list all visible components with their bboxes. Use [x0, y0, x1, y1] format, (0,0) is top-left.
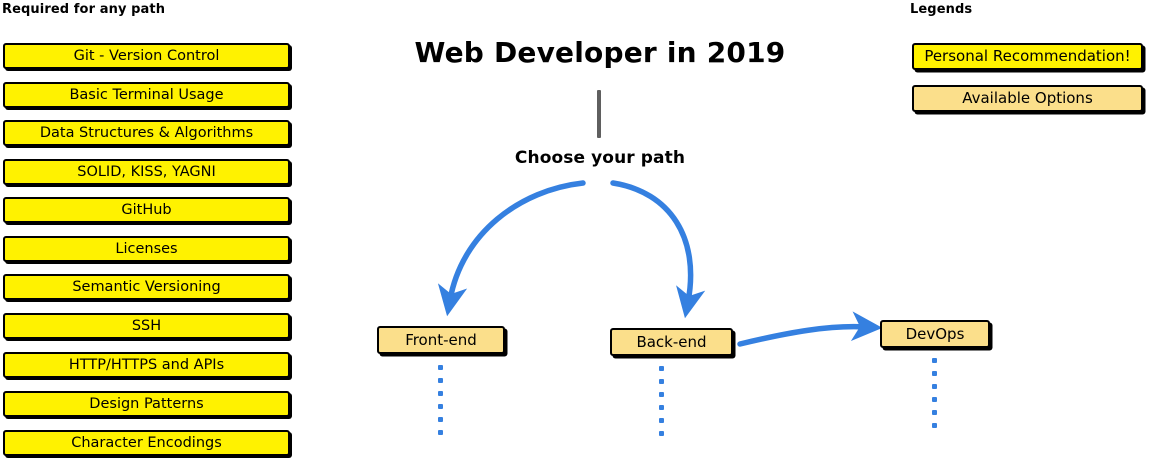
required-item-label: HTTP/HTTPS and APIs	[68, 356, 225, 373]
required-item-semantic-versioning[interactable]: Semantic Versioning	[3, 274, 290, 300]
choose-path-label: Choose your path	[514, 148, 686, 168]
legends-panel: Legends Personal Recommendation! Availab…	[900, 0, 1149, 130]
required-item-label: SOLID, KISS, YAGNI	[77, 163, 216, 180]
required-item-label: GitHub	[121, 201, 172, 218]
trail-dot	[932, 423, 937, 428]
trail-dot	[932, 384, 937, 389]
legend-label: Personal Recommendation!	[924, 47, 1131, 65]
required-item-data-structures-algorithms[interactable]: Data Structures & Algorithms	[3, 120, 290, 146]
trail-dot	[932, 358, 937, 363]
trail-dot	[438, 430, 443, 435]
path-node-label: DevOps	[905, 324, 965, 343]
trail-dot	[659, 392, 664, 397]
required-item-design-patterns[interactable]: Design Patterns	[3, 391, 290, 417]
legend-label: Available Options	[962, 89, 1093, 107]
required-item-label: Design Patterns	[89, 395, 204, 412]
path-node-label: Front-end	[405, 330, 477, 349]
trail-dot	[659, 405, 664, 410]
required-item-http-https-and-apis[interactable]: HTTP/HTTPS and APIs	[3, 352, 290, 378]
trail-dot	[438, 417, 443, 422]
trail-dot	[932, 410, 937, 415]
title-stem-line	[597, 90, 601, 138]
path-node-label: Back-end	[636, 332, 707, 351]
legend-available-options: Available Options	[912, 85, 1143, 112]
trail-dot	[438, 378, 443, 383]
required-item-solid-kiss-yagni[interactable]: SOLID, KISS, YAGNI	[3, 159, 290, 185]
legends-heading: Legends	[910, 2, 973, 17]
required-item-label: Basic Terminal Usage	[69, 86, 224, 103]
required-item-label: Data Structures & Algorithms	[39, 124, 254, 141]
arrow-backend-to-devops	[737, 311, 883, 347]
required-column-heading: Required for any path	[2, 2, 166, 17]
required-item-label: SSH	[131, 317, 162, 334]
required-item-basic-terminal-usage[interactable]: Basic Terminal Usage	[3, 82, 290, 108]
required-item-label: Character Encodings	[71, 434, 222, 451]
dotted-trail-frontend	[438, 365, 443, 443]
trail-dot	[932, 397, 937, 402]
path-node-back-end[interactable]: Back-end	[610, 328, 733, 356]
path-node-devops[interactable]: DevOps	[880, 320, 990, 348]
required-item-ssh[interactable]: SSH	[3, 313, 290, 339]
required-item-label: Licenses	[115, 240, 178, 257]
arrow-choose-to-backend	[610, 180, 706, 319]
dotted-trail-devops	[932, 358, 937, 436]
trail-dot	[438, 365, 443, 370]
page-title: Web Developer in 2019	[414, 36, 786, 69]
required-item-github[interactable]: GitHub	[3, 197, 290, 223]
trail-dot	[659, 379, 664, 384]
trail-dot	[438, 391, 443, 396]
trail-dot	[659, 431, 664, 436]
arrow-choose-to-frontend	[437, 180, 586, 317]
required-item-git-version-control[interactable]: Git - Version Control	[3, 43, 290, 69]
required-item-character-encodings[interactable]: Character Encodings	[3, 430, 290, 456]
trail-dot	[438, 404, 443, 409]
trail-dot	[659, 418, 664, 423]
legend-personal-recommendation: Personal Recommendation!	[912, 43, 1143, 70]
dotted-trail-backend	[659, 366, 664, 444]
required-item-licenses[interactable]: Licenses	[3, 236, 290, 262]
required-item-label: Git - Version Control	[73, 47, 220, 64]
required-skills-column: Required for any path Git - Version Cont…	[0, 0, 300, 460]
trail-dot	[659, 366, 664, 371]
path-node-front-end[interactable]: Front-end	[377, 326, 505, 354]
required-item-label: Semantic Versioning	[72, 278, 221, 295]
trail-dot	[932, 371, 937, 376]
